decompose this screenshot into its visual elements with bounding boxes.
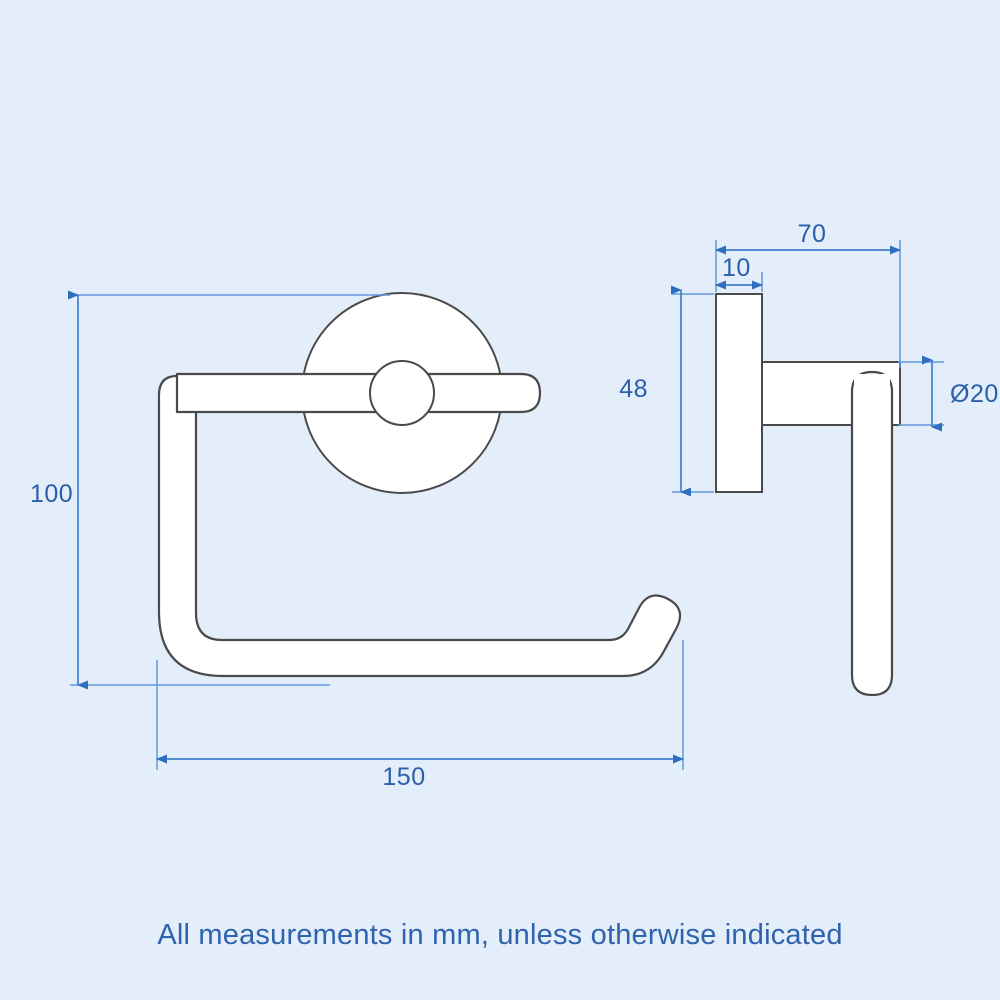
side-vertical-bar (850, 370, 894, 697)
dim-label-plateheight-48: 48 (619, 375, 648, 403)
side-bar-junction-mask (854, 374, 890, 424)
side-view-group: 70 10 48 Ø20 (619, 220, 999, 697)
measurement-caption: All measurements in mm, unless otherwise… (157, 919, 842, 951)
dim-label-thickness-10: 10 (722, 254, 751, 282)
holder-top-arm (175, 372, 542, 414)
dim-label-diameter-20: Ø20 (950, 380, 999, 408)
side-wall-plate (715, 293, 763, 493)
dim-label-width-150: 150 (382, 763, 425, 791)
dim-label-projection-70: 70 (798, 220, 827, 248)
front-view-group: 100 150 (30, 290, 684, 791)
dim-label-height-100: 100 (30, 480, 73, 508)
rosette-hub (369, 360, 435, 426)
